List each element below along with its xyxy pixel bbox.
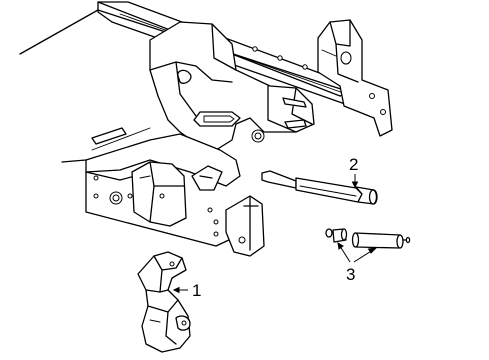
strut-pin-long (351, 232, 411, 249)
callout-3: 3 (337, 242, 378, 284)
lift-support-strut (261, 170, 378, 205)
callout-2-label: 2 (349, 155, 358, 174)
callout-2: 2 (349, 155, 358, 189)
crossmember (149, 21, 315, 151)
front-frame-bracket (225, 195, 265, 257)
frame-assembly (19, 1, 393, 257)
callout-1: 1 (172, 281, 201, 300)
callout-1-label: 1 (192, 281, 201, 300)
spring-hanger-bracket (137, 251, 191, 353)
strut-pin-short (325, 228, 348, 243)
crossmember-tab (191, 165, 223, 191)
frame-spring-mount (131, 161, 187, 227)
callout-3-label: 3 (346, 265, 355, 284)
strut-pins (325, 228, 411, 249)
rear-frame-bracket (317, 19, 393, 137)
